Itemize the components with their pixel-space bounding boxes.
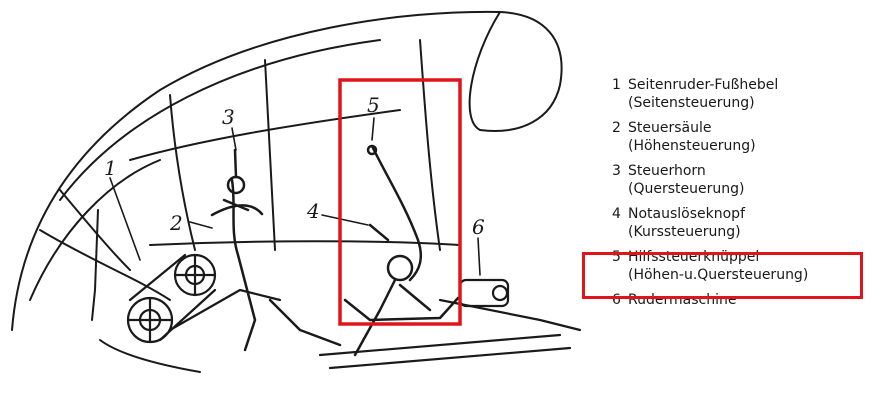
control-column (210, 148, 342, 352)
legend-number: 1 (612, 77, 621, 93)
leader-6 (477, 237, 481, 276)
leader-4 (321, 214, 369, 226)
cockpit-drawing: 1 2 3 4 5 6 (11, 10, 582, 373)
legend-name: Notauslöseknopf (628, 206, 745, 222)
legend-name: Steuersäule (628, 120, 712, 136)
callout-number: 4 (306, 199, 320, 223)
legend-item: 2 Steuersäule (Höhensteuerung) (612, 119, 882, 155)
leader-5 (371, 117, 375, 141)
callout-number: 2 (169, 211, 183, 235)
rudder-pedals (126, 253, 282, 344)
legend-number: 2 (612, 120, 621, 136)
legend-number: 5 (612, 249, 621, 265)
legend-sub: (Höhen-u.Quersteuerung) (628, 267, 809, 283)
legend-number: 6 (612, 292, 621, 308)
leader-1 (109, 177, 141, 261)
callout-number: 6 (472, 215, 485, 239)
highlight-box-stick (338, 78, 462, 326)
aux-stick (343, 144, 460, 357)
legend-name: Steuerhorn (628, 163, 706, 179)
legend-name: Seitenruder-Fußhebel (628, 77, 779, 93)
legend: 1 Seitenruder-Fußhebel (Seitensteuerung)… (612, 76, 882, 316)
legend-number: 3 (612, 163, 621, 179)
legend-number: 4 (612, 206, 621, 222)
legend-sub: (Seitensteuerung) (628, 95, 755, 111)
highlight-box-legend (582, 252, 863, 299)
leader-3 (231, 127, 237, 151)
legend-sub: (Kurssteuerung) (628, 224, 741, 240)
canopy-frame (129, 109, 401, 161)
callout-number: 5 (367, 93, 380, 117)
legend-sub: (Quersteuerung) (628, 181, 745, 197)
callout-number: 3 (222, 105, 235, 129)
callout-number: 1 (104, 156, 117, 180)
leader-2 (189, 221, 213, 229)
legend-item: 1 Seitenruder-Fußhebel (Seitensteuerung) (612, 76, 882, 112)
canopy-outline (11, 10, 563, 331)
legend-item: 4 Notauslöseknopf (Kurssteuerung) (612, 205, 882, 241)
canopy-inner-line (59, 39, 381, 201)
legend-sub: (Höhensteuerung) (628, 138, 756, 154)
legend-item: 3 Steuerhorn (Quersteuerung) (612, 162, 882, 198)
